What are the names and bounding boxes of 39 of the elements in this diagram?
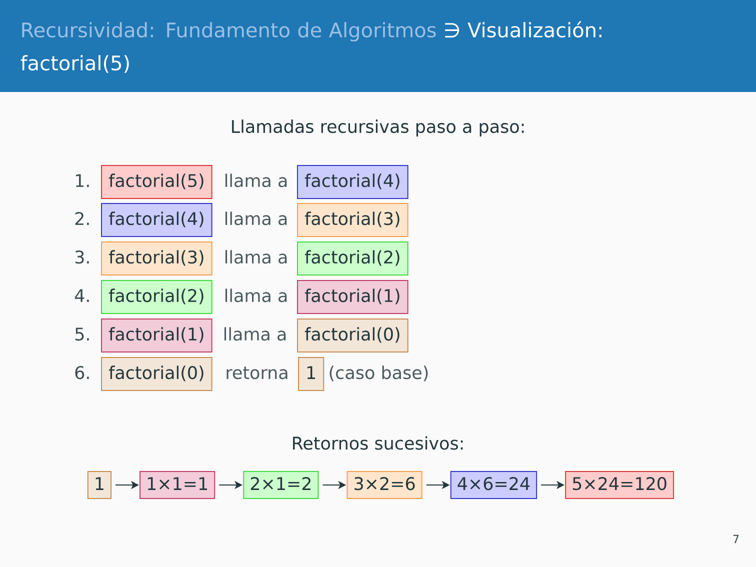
- inline-text: llama a: [225, 174, 287, 188]
- slide-title: Recursividad: Fundamento de Algoritmos ∋ Visualización: factorial(5): [20, 21, 602, 73]
- list-number: 4.: [74, 289, 89, 302]
- inline-text: llama a: [225, 288, 287, 302]
- list-number: 3.: [75, 250, 89, 264]
- page-number: 7: [733, 534, 739, 544]
- diagram-title: Visualización:: [468, 21, 602, 38]
- value-box: 1: [298, 357, 324, 391]
- function-call-box: factorial(4): [101, 203, 212, 237]
- inline-text: llama a: [224, 327, 286, 341]
- function-call-box: factorial(1): [101, 318, 212, 352]
- function-call-box: factorial(2): [101, 280, 212, 314]
- inline-text: (caso base): [330, 366, 428, 382]
- function-call-box: factorial(3): [101, 242, 212, 276]
- subheading: Retornos sucesivos:: [293, 436, 463, 450]
- result-box: 4×6=24: [450, 471, 538, 499]
- inline-text: retorna: [226, 366, 288, 380]
- result-box: 1×1=1: [140, 471, 216, 499]
- inline-text: llama a: [225, 212, 287, 226]
- inline-text: llama a: [225, 250, 287, 264]
- result-box: 3×2=6: [346, 471, 422, 499]
- list-number: 5.: [75, 328, 89, 341]
- function-call-box: factorial(3): [297, 203, 408, 237]
- result-box: 5×24=120: [565, 471, 674, 499]
- subheading: Llamadas recursivas paso a paso:: [232, 120, 524, 136]
- label: ∋: [445, 23, 460, 38]
- list-number: 2.: [75, 212, 89, 225]
- list-number: 1.: [76, 174, 89, 187]
- result-box: 1: [87, 471, 112, 499]
- function-call-box: factorial(0): [101, 357, 212, 391]
- list-number: 6.: [75, 366, 89, 380]
- function-call-box: factorial(2): [297, 242, 408, 276]
- function-call-box: factorial(5): [101, 165, 212, 199]
- result-box: 2×1=2: [243, 471, 319, 499]
- diagram-title: factorial(5): [20, 55, 129, 73]
- function-call-box: factorial(0): [297, 318, 408, 352]
- function-call-box: factorial(1): [297, 280, 408, 314]
- function-call-box: factorial(4): [297, 165, 408, 199]
- label: Recursividad: Fundamento de Algoritmos: [22, 22, 436, 42]
